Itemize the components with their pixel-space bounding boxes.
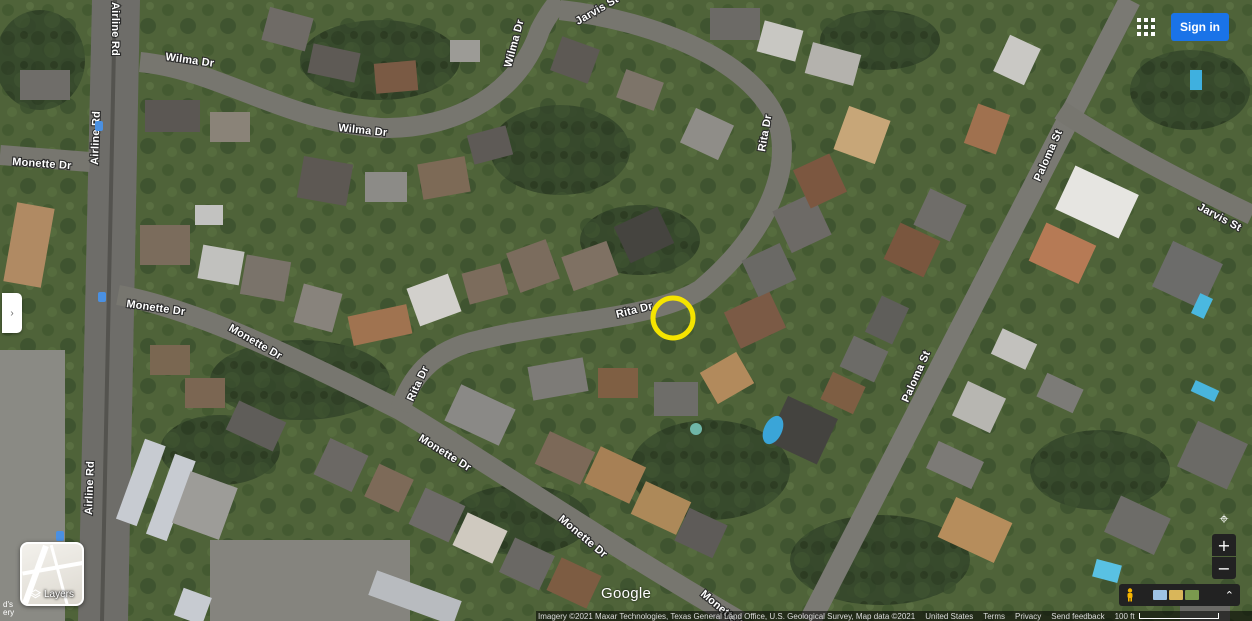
scale-label: 100 ft <box>1114 611 1135 621</box>
road-label-wilma-dr: Wilma Dr <box>338 122 389 139</box>
country-link[interactable]: United States <box>925 611 974 621</box>
imagery-credit: Imagery ©2021 Maxar Technologies, Texas … <box>538 611 916 621</box>
imagery-thumbnail[interactable] <box>1169 590 1183 600</box>
road-label-airline-rd: Airline Rd <box>83 461 97 515</box>
layers-button[interactable]: Layers <box>20 542 84 606</box>
attribution-bar: Imagery ©2021 Maxar Technologies, Texas … <box>536 611 1252 621</box>
imagery-thumbnail[interactable] <box>1153 590 1167 600</box>
wilma-road <box>138 0 568 139</box>
send-feedback-link[interactable]: Send feedback <box>1051 611 1105 621</box>
airline-road <box>78 0 140 621</box>
jarvis-road <box>1054 101 1252 225</box>
google-logo: Google <box>601 585 652 602</box>
sign-in-button[interactable]: Sign in <box>1171 13 1229 41</box>
paloma-road <box>800 0 1140 621</box>
rita-road <box>390 0 792 414</box>
pegman-icon[interactable] <box>1125 588 1135 602</box>
my-location-icon[interactable]: ⌖ <box>1219 509 1229 528</box>
apps-grid-icon[interactable] <box>1133 14 1159 40</box>
swimming-pools <box>690 70 1220 584</box>
layers-label: Layers <box>43 589 74 600</box>
layers-icon <box>29 589 41 599</box>
chevron-up-icon[interactable]: ⌃ <box>1224 588 1234 602</box>
street-view-strip: ⌃ <box>1119 584 1240 606</box>
collapse-side-panel-button[interactable]: › <box>2 293 22 333</box>
zoom-in-button[interactable]: + <box>1212 534 1236 556</box>
chevron-right-icon: › <box>10 307 14 319</box>
road-label-monette-dr: Monette Dr <box>12 156 73 172</box>
scale-bar[interactable]: 100 ft <box>1115 612 1219 621</box>
monette-road <box>0 145 746 621</box>
terms-link[interactable]: Terms <box>983 611 1005 621</box>
building-rooftops <box>3 6 1248 621</box>
imagery-thumbnail[interactable] <box>1185 590 1199 600</box>
road-label-airline-rd: Airline Rd <box>109 2 121 56</box>
commercial-buildings <box>115 438 462 621</box>
zoom-out-button[interactable]: − <box>1212 557 1236 579</box>
bus-stop-icons[interactable] <box>56 121 106 541</box>
road-label-airline-rd: Airline Rd <box>89 111 103 165</box>
privacy-link[interactable]: Privacy <box>1015 611 1042 621</box>
highlight-circle-marker <box>650 295 696 341</box>
